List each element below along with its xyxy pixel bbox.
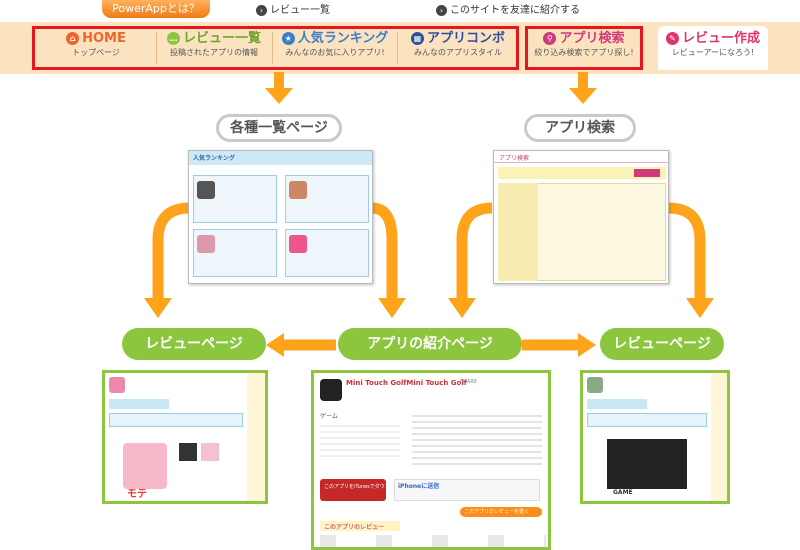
thumb-search-button (634, 169, 660, 177)
app-grid-icon: ▦ (410, 32, 424, 45)
nav-highlight-box-search (525, 26, 643, 70)
nav-review-create-label: レビュー作成 (681, 31, 760, 46)
thumb-iphone-label: iPhoneに送信 (398, 483, 440, 490)
nav-separator (397, 32, 398, 64)
node-app-intro-page: アプリの紹介ページ (338, 328, 522, 360)
search-icon: ⚲ (543, 32, 557, 45)
arrow-circle-icon: › (256, 5, 267, 16)
nav-review-list[interactable]: …レビュー一覧 投稿されたアプリの情報 (158, 30, 270, 66)
character-illustration (123, 443, 167, 489)
thumb-review-tag: GAME (613, 489, 633, 496)
thumb-sidebar (247, 373, 265, 501)
thumb-description (412, 411, 542, 467)
review-list-link-label: レビュー一覧 (270, 5, 330, 16)
thumb-category: ゲーム (320, 413, 338, 420)
nav-app-search-label: アプリ検索 (559, 31, 625, 46)
app-icon (109, 377, 125, 393)
nav-separator (272, 32, 273, 64)
nav-review-create[interactable]: ✎レビュー作成 レビューアーになろう! (658, 30, 768, 66)
arrow-stem (274, 72, 284, 90)
node-review-page-right: レビューページ (600, 328, 724, 360)
node-review-page-left: レビューページ (122, 328, 266, 360)
thumb-bar (109, 413, 243, 427)
thumb-itunes-button (320, 479, 386, 501)
nav-app-combo-sub: みんなのアプリスタイル (414, 48, 502, 57)
thumb-header (189, 151, 372, 165)
star-icon: ★ (281, 32, 295, 45)
thumb-bar (109, 399, 169, 409)
app-intro-page-thumbnail: Mini Touch GolfMini Touch Golf SHARE ゲーム… (311, 370, 551, 550)
thumb-details (320, 421, 400, 461)
app-screenshot (607, 439, 687, 489)
thumb-filter-labels (498, 183, 538, 281)
arrow-stem (578, 72, 588, 90)
nav-highlight-box-main (32, 26, 519, 70)
thumb-ranking-title: 人気ランキング (193, 155, 235, 162)
nav-review-list-label: レビュー一覧 (182, 31, 261, 46)
app-icon (197, 235, 215, 253)
share-site-link-label: このサイトを友達に紹介する (450, 5, 580, 16)
thumb-itunes-label: このアプリをiTunesでダウンロード (324, 484, 405, 490)
thumb-header (494, 151, 668, 163)
down-arrow-icon (569, 88, 597, 104)
nav-separator (156, 32, 157, 64)
nav-app-search[interactable]: ⚲アプリ検索 絞り込み検索でアプリ探し! (528, 30, 640, 66)
review-page-thumbnail-left: モテ (102, 370, 268, 504)
app-icon (179, 443, 197, 461)
review-page-thumbnail-right: GAME (580, 370, 730, 504)
node-app-search: アプリ検索 (524, 114, 636, 142)
arrow-circle-icon: › (436, 5, 447, 16)
thumb-review-button (460, 507, 542, 517)
pencil-icon: ✎ (665, 32, 679, 45)
app-icon (289, 235, 307, 253)
thumb-review-list (320, 535, 546, 547)
thumb-bar (587, 413, 707, 427)
nav-app-search-sub: 絞り込み検索でアプリ探し! (534, 48, 634, 57)
nav-app-combo-label: アプリコンボ (426, 31, 505, 46)
top-strip: PowerAppとは？ ›レビュー一覧 ›このサイトを友達に紹介する (0, 0, 800, 22)
down-arrow-icon (265, 88, 293, 104)
nav-ranking-label: 人気ランキング (297, 31, 389, 46)
search-page-thumbnail: アプリ検索 (493, 150, 669, 284)
app-icon (289, 181, 307, 199)
thumb-search-bar (498, 167, 666, 179)
nav-review-list-sub: 投稿されたアプリの情報 (170, 48, 258, 57)
node-list-pages: 各種一覧ページ (216, 114, 342, 142)
ranking-page-thumbnail: 人気ランキング (188, 150, 373, 284)
thumb-iphone-box (394, 479, 540, 501)
thumb-sidebar (711, 373, 727, 501)
app-icon (197, 181, 215, 199)
app-icon (201, 443, 219, 461)
share-site-link[interactable]: ›このサイトを友達に紹介する (436, 1, 580, 16)
nav-ranking-sub: みんなのお気に入りアプリ! (285, 48, 385, 57)
thumb-reviews-title: このアプリのレビュー (324, 524, 385, 531)
speech-bubble-icon: … (166, 32, 180, 45)
thumb-share-label: SHARE (460, 379, 477, 385)
app-icon (587, 377, 603, 393)
nav-ranking[interactable]: ★人気ランキング みんなのお気に入りアプリ! (274, 30, 396, 66)
thumb-intro-title: Mini Touch GolfMini Touch Golf (346, 379, 467, 387)
thumb-review-button-label: このアプリのレビューを書く (464, 509, 530, 515)
review-list-link[interactable]: ›レビュー一覧 (256, 1, 330, 16)
nav-app-combo[interactable]: ▦アプリコンボ みんなのアプリスタイル (399, 30, 517, 66)
nav-home[interactable]: ⌂HOME トップページ (38, 30, 154, 66)
nav-home-label: HOME (82, 31, 126, 46)
nav-home-sub: トップページ (72, 48, 120, 57)
thumb-review-tag: モテ (127, 489, 147, 500)
thumb-bar (587, 399, 647, 409)
thumb-search-title: アプリ検索 (499, 155, 530, 162)
nav-review-create-sub: レビューアーになろう! (671, 48, 755, 57)
thumb-card (193, 175, 277, 223)
thumb-reviews-header (320, 521, 400, 531)
powerapp-about-button[interactable]: PowerAppとは？ (102, 0, 210, 18)
house-icon: ⌂ (66, 32, 80, 45)
app-icon (320, 379, 342, 401)
